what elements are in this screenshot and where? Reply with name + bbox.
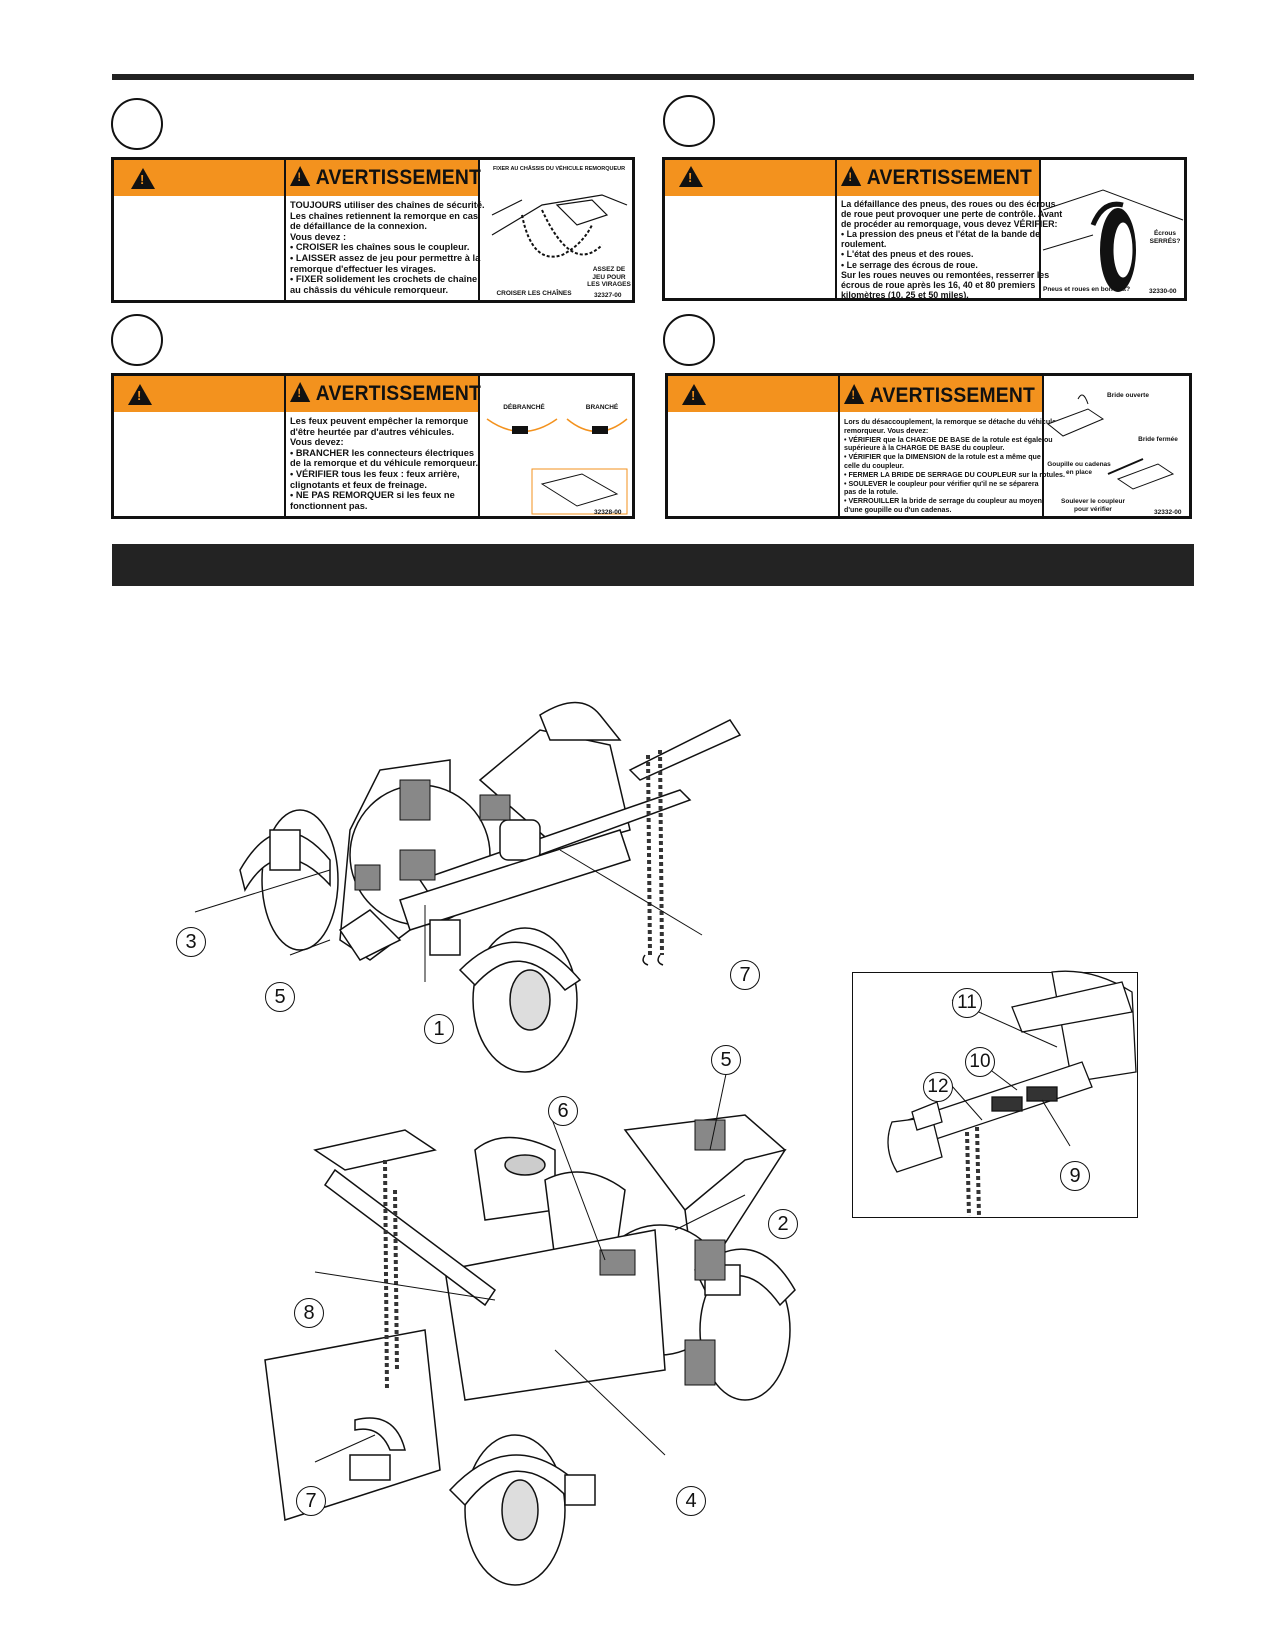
chipper-illustration-lower — [264, 1054, 796, 1586]
top-rule — [112, 74, 1194, 80]
label-marker-circle-2 — [663, 95, 715, 147]
warning-triangle-icon — [290, 382, 311, 402]
label-body: Lors du désaccouplement, la remorque se … — [844, 418, 1065, 514]
figure-caption: CROISER LES CHAÎNES — [496, 290, 572, 297]
tongue-detail-illustration — [887, 970, 1137, 1217]
chipper-illustration-upper — [194, 701, 742, 1073]
label-header: AVERTISSEMENT — [290, 166, 481, 190]
callout-1: 1 — [424, 1014, 454, 1044]
figure-caption: Soulever le coupleur pour vérifier — [1061, 498, 1125, 513]
warning-triangle-icon — [679, 166, 703, 187]
part-number: 32328-00 — [594, 509, 622, 516]
label-header: AVERTISSEMENT — [290, 382, 481, 406]
warning-triangle-icon — [841, 166, 862, 186]
label-body: TOUJOURS utiliser des chaînes de sécurit… — [290, 200, 485, 295]
figure-caption: BRANCHÉ — [585, 404, 619, 411]
warning-label-coupler: AVERTISSEMENT Lors du désaccouplement, l… — [665, 373, 1192, 519]
part-number: 32330-00 — [1149, 288, 1177, 295]
section-header-bar — [112, 544, 1194, 586]
callout-11: 11 — [952, 988, 982, 1018]
warning-triangle-icon — [290, 166, 311, 186]
figure-caption: Bride ouverte — [1107, 392, 1149, 399]
label-body: Les feux peuvent empêcher la remorque d'… — [290, 416, 479, 511]
callout-2: 2 — [768, 1209, 798, 1239]
warning-triangle-icon — [844, 384, 865, 404]
callout-7: 7 — [296, 1486, 326, 1516]
label-marker-circle-4 — [663, 314, 715, 366]
callout-10: 10 — [965, 1047, 995, 1077]
label-header: AVERTISSEMENT — [844, 384, 1035, 408]
warning-triangle-icon — [131, 168, 155, 189]
warning-label-tires-wheels: AVERTISSEMENT La défaillance des pneus, … — [662, 157, 1187, 301]
callout-5: 5 — [265, 982, 295, 1012]
label-marker-circle-1 — [111, 98, 163, 150]
warning-label-lights: AVERTISSEMENT Les feux peuvent empêcher … — [111, 373, 635, 519]
callout-6: 6 — [548, 1096, 578, 1126]
tire-wheel-illustration — [1042, 189, 1184, 292]
figure-caption: Écrous SERRÉS? — [1149, 230, 1181, 245]
figure-caption: Pneus et roues en bon état? — [1043, 286, 1131, 293]
warning-triangle-icon — [128, 384, 152, 405]
figure-caption: Bride fermée — [1138, 436, 1178, 443]
callout-12: 12 — [923, 1072, 953, 1102]
light-connector-illustration — [486, 418, 628, 515]
part-number: 32327-00 — [594, 292, 622, 299]
part-number: 32332-00 — [1154, 509, 1182, 516]
label-header: AVERTISSEMENT — [841, 166, 1032, 190]
coupler-illustration — [1047, 394, 1175, 490]
figure-caption: Goupille ou cadenas en place — [1047, 461, 1111, 476]
figure-caption: DÉBRANCHÉ — [503, 404, 545, 411]
callout-9: 9 — [1060, 1161, 1090, 1191]
safety-chain-illustration — [491, 194, 628, 258]
callout-8: 8 — [294, 1298, 324, 1328]
figure-caption: FIXER AU CHÂSSIS DU VÉHICULE REMORQUEUR — [492, 166, 626, 172]
label-marker-circle-3 — [111, 314, 163, 366]
figure-caption: ASSEZ DE JEU POUR LES VIRAGES — [587, 266, 631, 288]
callout-5: 5 — [711, 1045, 741, 1075]
callout-4: 4 — [676, 1486, 706, 1516]
label-body: La défaillance des pneus, des roues ou d… — [841, 199, 1063, 300]
warning-triangle-icon — [682, 384, 706, 405]
callout-3: 3 — [176, 927, 206, 957]
callout-7: 7 — [730, 960, 760, 990]
warning-label-safety-chains: AVERTISSEMENT TOUJOURS utiliser des chaî… — [111, 157, 635, 303]
